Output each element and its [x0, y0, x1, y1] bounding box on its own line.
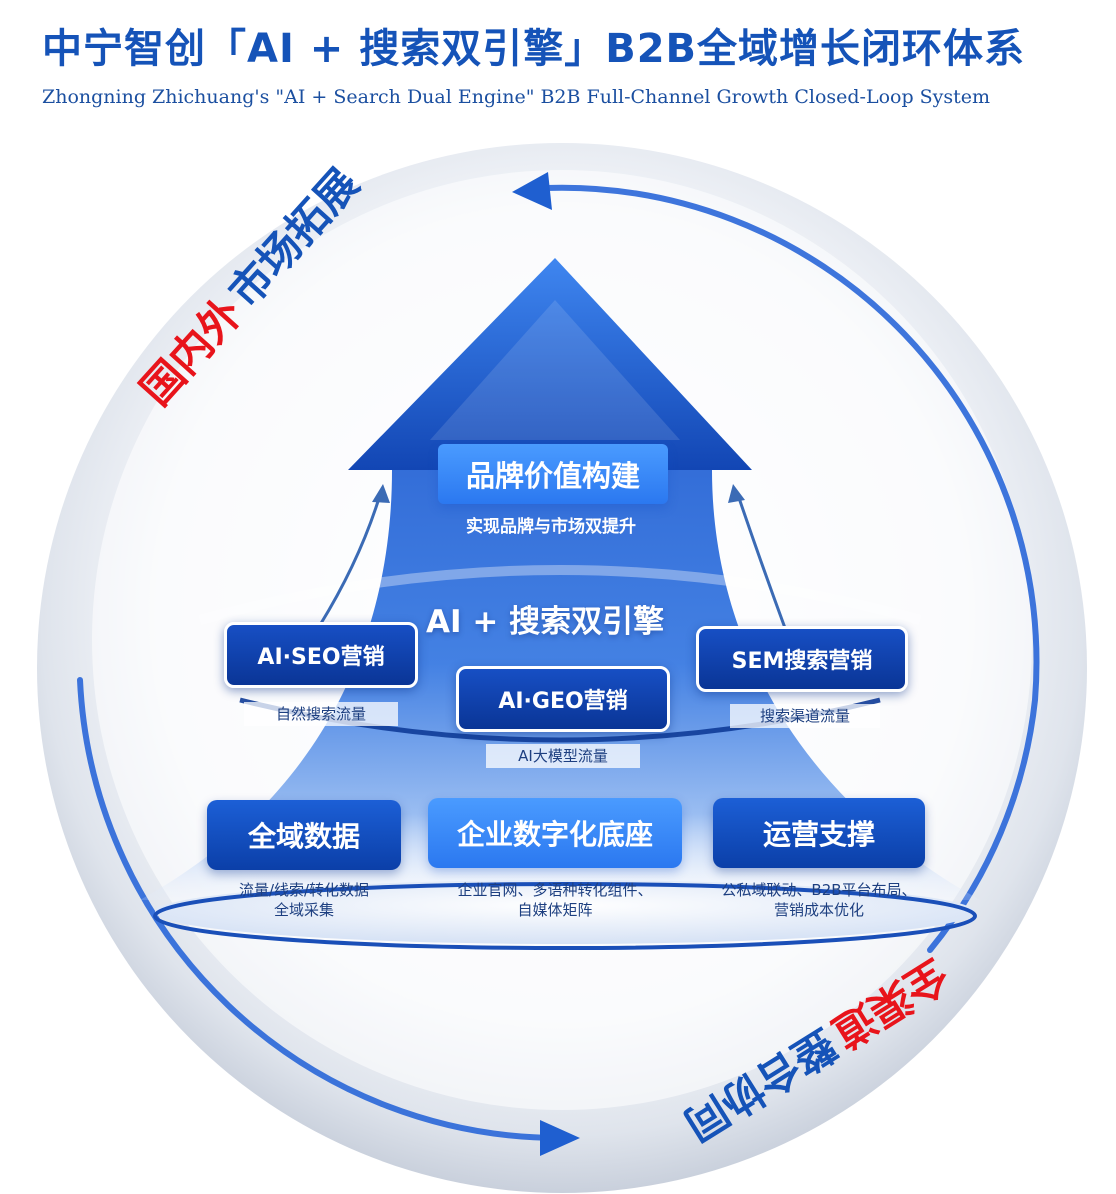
ai-geo-caption: AI大模型流量: [486, 744, 640, 768]
ops-support-box: 运营支撑: [713, 798, 925, 868]
ai-seo-label: AI·SEO营销: [257, 645, 385, 670]
engine-band-glow: [198, 565, 922, 625]
digital-base-caption-line2: 自媒体矩阵: [517, 901, 593, 919]
loop-arc-left: [77, 677, 563, 1142]
base-disc-rim: [153, 882, 977, 950]
growth-arrow-head: [348, 258, 752, 470]
loop-arrowhead-bottom: [540, 1120, 580, 1156]
digital-base-caption-line1: 企业官网、多语种转化组件、: [457, 881, 653, 899]
full-domain-data-caption-line2: 全域采集: [273, 901, 334, 919]
sem-up-arrowhead: [728, 484, 745, 503]
ai-geo-label: AI·GEO营销: [498, 689, 628, 714]
base-disc: [155, 880, 975, 944]
engine-center-label: AI + 搜索双引擎: [426, 604, 665, 640]
digital-base-caption: 企业官网、多语种转化组件、 自媒体矩阵: [428, 880, 682, 920]
sem-caption: 搜索渠道流量: [730, 704, 880, 728]
loop-arc-right: [542, 184, 1040, 953]
full-domain-data-box: 全域数据: [207, 800, 401, 870]
page-subtitle: Zhongning Zhichuang's "AI + Search Dual …: [42, 86, 991, 108]
ai-seo-caption: 自然搜索流量: [244, 702, 398, 726]
ops-support-caption-line2: 营销成本优化: [773, 901, 864, 919]
seo-up-arrowhead: [372, 484, 390, 503]
ai-geo-box: AI·GEO营销: [456, 666, 670, 732]
brand-value-title: 品牌价值构建: [465, 459, 640, 493]
sem-up-arrow: [736, 494, 787, 629]
page-title: 中宁智创「AI + 搜索双引擎」B2B全域增长闭环体系: [42, 26, 1026, 72]
seo-up-arrow: [318, 494, 382, 626]
sem-label: SEM搜索营销: [731, 649, 873, 674]
digital-base-box: 企业数字化底座: [428, 798, 682, 868]
brand-value-subtitle: 实现品牌与市场双提升: [466, 517, 636, 537]
full-domain-data-caption-line1: 流量/线索/转化数据: [238, 881, 370, 899]
ops-support-caption: 公私域联动、B2B平台布局、 营销成本优化: [705, 880, 933, 920]
ops-support-caption-line1: 公私域联动、B2B平台布局、: [721, 881, 917, 899]
sem-box: SEM搜索营销: [696, 626, 908, 692]
growth-arrow-head-highlight: [430, 300, 680, 440]
digital-base-label: 企业数字化底座: [456, 818, 653, 851]
loop-arrowhead-top: [512, 172, 552, 210]
ops-support-label: 运营支撑: [762, 818, 875, 851]
brand-value-box: 品牌价值构建: [438, 444, 668, 504]
full-domain-data-label: 全域数据: [247, 820, 360, 853]
full-domain-data-caption: 流量/线索/转化数据 全域采集: [207, 880, 401, 920]
ai-seo-box: AI·SEO营销: [224, 622, 418, 688]
